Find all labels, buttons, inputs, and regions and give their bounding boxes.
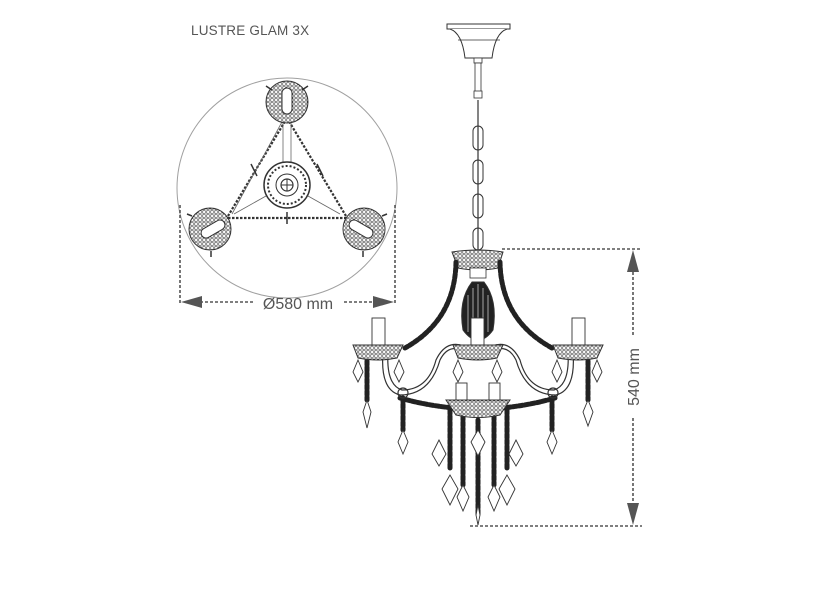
height-dimension-label: 540 mm: [626, 348, 643, 406]
top-view-drawing: [176, 77, 398, 308]
side-view-drawing: [352, 23, 604, 526]
product-title: LUSTRE GLAM 3X: [191, 23, 310, 38]
diameter-dimension-label: Ø580 mm: [263, 296, 333, 313]
height-dimension: [470, 248, 642, 527]
